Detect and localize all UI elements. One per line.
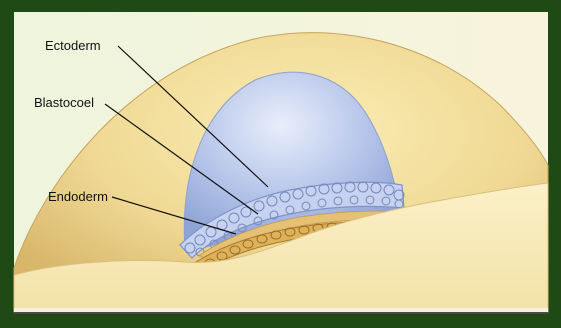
endoderm-label: Endoderm: [48, 189, 108, 204]
ectoderm-label: Ectoderm: [45, 38, 101, 53]
blastocoel-label: Blastocoel: [34, 95, 94, 110]
